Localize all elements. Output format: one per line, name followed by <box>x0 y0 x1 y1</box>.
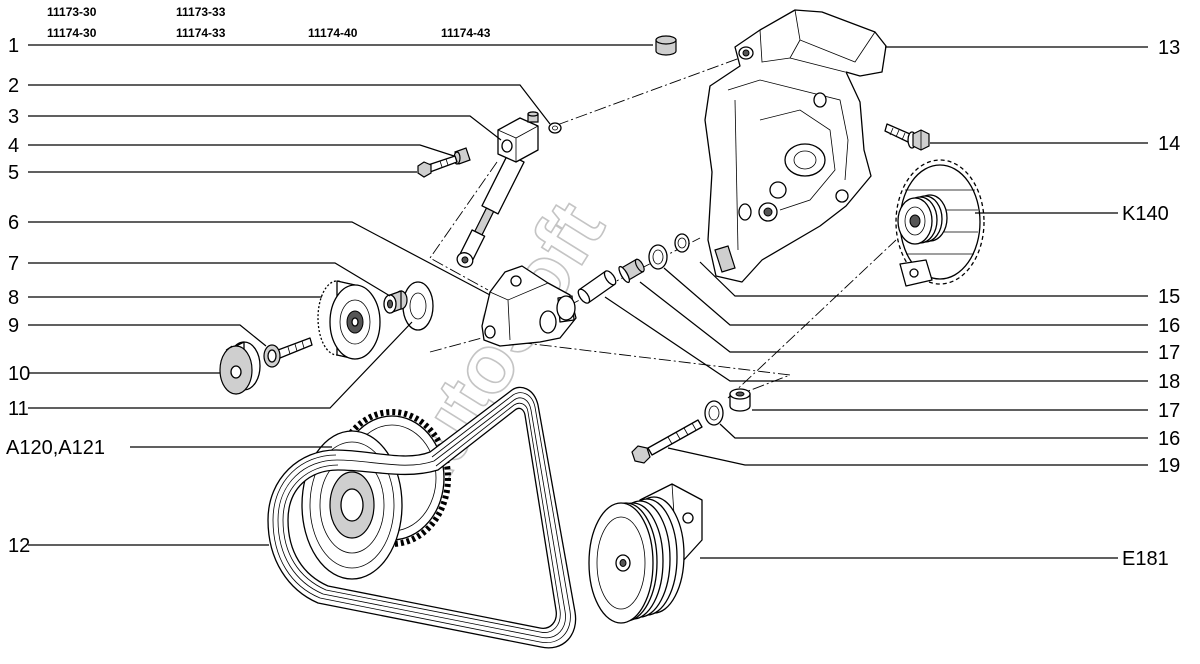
model-code: 11174-40 <box>308 26 358 40</box>
bracket-13 <box>704 9 887 283</box>
leader-line <box>28 84 551 125</box>
callout-label: 16 <box>1158 315 1180 337</box>
idler-pulley-8 <box>317 280 381 360</box>
model-code: 11174-33 <box>176 26 226 40</box>
leader-line <box>28 144 455 157</box>
callout-label: 11 <box>8 398 29 420</box>
model-code: 11174-43 <box>441 26 491 40</box>
model-code: 11173-33 <box>176 5 226 19</box>
callout-label: E181 <box>1122 548 1169 570</box>
callout-label: 7 <box>8 253 19 275</box>
flange-washer-11 <box>402 281 434 331</box>
washer-16 <box>648 244 668 270</box>
model-code: 11174-30 <box>47 26 97 40</box>
callout-label: 3 <box>8 106 19 128</box>
bolt-9 <box>263 337 313 368</box>
callout-label: 4 <box>8 135 19 157</box>
bushing-7 <box>383 290 408 314</box>
belt-12 <box>267 386 577 649</box>
callout-label: 10 <box>8 363 30 385</box>
callout-label: 2 <box>8 75 19 97</box>
leader-lines-left <box>28 44 653 546</box>
pump-pulley-E181 <box>588 483 703 624</box>
leader-line <box>28 221 491 296</box>
crankshaft-pulley-A120 <box>301 409 451 580</box>
tensioner-bracket-6 <box>481 265 577 347</box>
bushing-17-lower <box>729 388 751 412</box>
leader-line <box>28 321 413 409</box>
callout-label: 9 <box>8 315 19 337</box>
axis-line <box>429 337 483 353</box>
callout-label: 5 <box>8 162 19 184</box>
leader-line <box>28 262 391 297</box>
callout-label: 6 <box>8 212 19 234</box>
callout-label: 15 <box>1158 286 1180 308</box>
model-code: 11173-30 <box>47 5 97 19</box>
callout-label: 12 <box>8 535 30 557</box>
leader-lines-right <box>604 46 1148 559</box>
callout-label: 17 <box>1158 400 1180 422</box>
leader-line <box>604 296 1148 382</box>
callout-label: 14 <box>1158 133 1180 155</box>
leader-line <box>28 115 502 141</box>
callout-label: 16 <box>1158 428 1180 450</box>
leader-line <box>667 447 1148 466</box>
sleeve-18 <box>577 270 617 304</box>
axis-line <box>429 161 498 291</box>
bushing-17 <box>618 258 645 284</box>
leader-line <box>663 267 1148 326</box>
callout-label: 17 <box>1158 342 1180 364</box>
bolt-5 <box>417 155 458 178</box>
callout-label: 19 <box>1158 455 1180 477</box>
tensioner-3 <box>456 111 539 268</box>
washer-2 <box>548 122 562 134</box>
cap-10 <box>219 341 261 395</box>
leader-line <box>719 423 1148 439</box>
callout-label: 8 <box>8 287 19 309</box>
axis-line <box>727 239 897 399</box>
axis-line <box>556 54 749 126</box>
callout-label: 18 <box>1158 371 1180 393</box>
callout-labels-right: 13 14 K140 15 16 17 18 17 16 19 E181 <box>1122 37 1180 570</box>
alternator-K140 <box>895 159 985 287</box>
leader-line <box>699 261 1148 297</box>
model-codes: 11173-30 11173-33 11174-30 11174-33 1117… <box>47 5 491 40</box>
callout-label: 1 <box>8 35 19 57</box>
spacer-4 <box>453 147 471 165</box>
bolt-14 <box>884 123 930 151</box>
leader-line <box>639 281 1148 353</box>
washer-15 <box>674 233 690 253</box>
callout-label: A120,A121 <box>6 437 105 459</box>
washer-16-lower <box>704 400 724 426</box>
axis-line <box>499 339 791 394</box>
callout-label: 13 <box>1158 37 1180 59</box>
callout-label: K140 <box>1122 203 1169 225</box>
bolt-19 <box>631 419 703 464</box>
callout-labels-left: 1 2 3 4 5 6 7 8 9 10 11 A120,A121 12 <box>6 35 105 557</box>
leader-line <box>28 324 267 347</box>
bushing-1 <box>655 35 677 56</box>
